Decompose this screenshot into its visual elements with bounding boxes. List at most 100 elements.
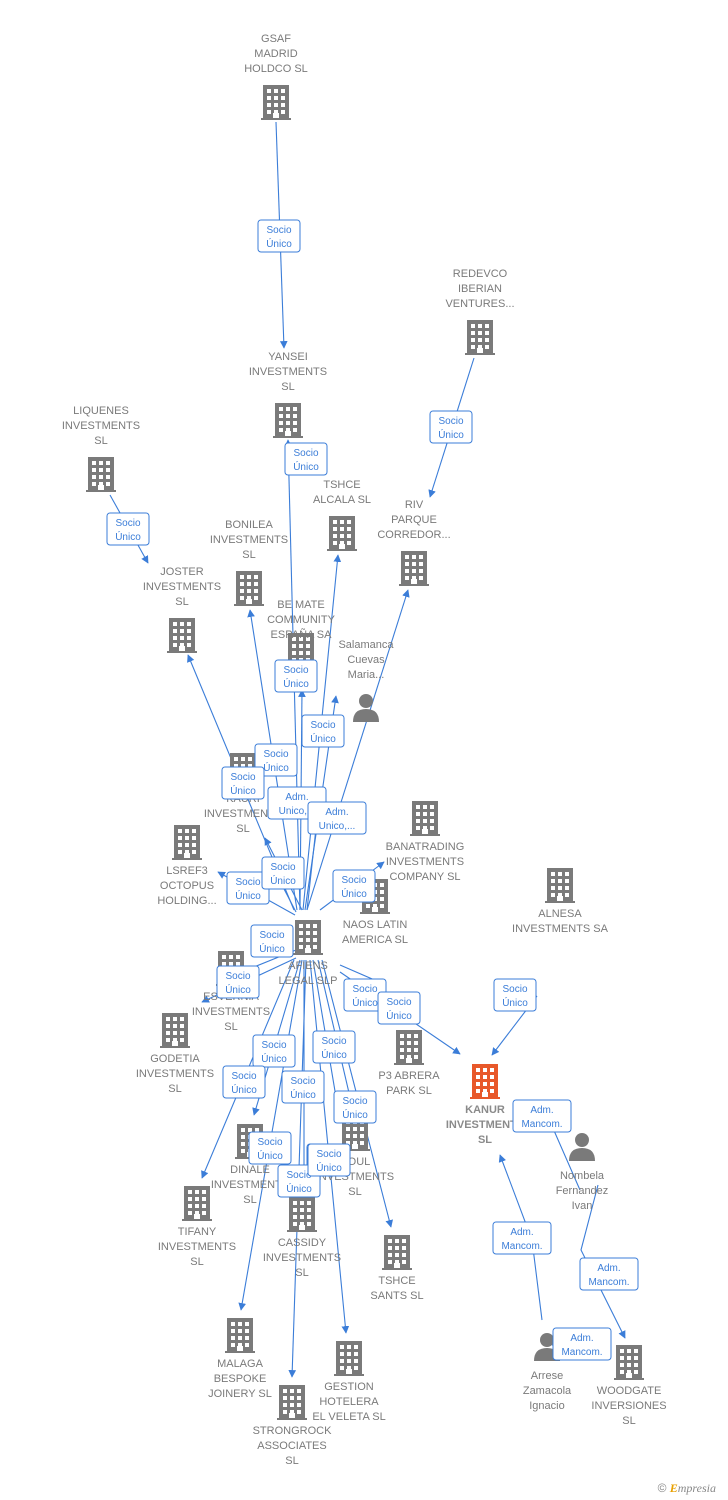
relation-badge-text: Mancom. <box>588 1277 629 1288</box>
building-icon <box>234 571 264 606</box>
relation-badge-text: Único <box>341 887 367 900</box>
relation-badge-text: Socio <box>231 1071 256 1082</box>
node-p3abrera[interactable]: P3 ABRERA PARK SL <box>378 1030 440 1097</box>
node-label: REDEVCO <box>453 268 508 280</box>
building-icon <box>287 1197 317 1232</box>
node-label: TIFANY <box>178 1226 217 1238</box>
building-icon <box>394 1030 424 1065</box>
node-label: AMERICA SL <box>342 934 408 946</box>
relation-badge[interactable]: Adm.Mancom. <box>492 1221 552 1255</box>
edge-afiens-to-riv <box>306 589 410 911</box>
relation-badge-text: Único <box>266 237 292 250</box>
node-salamanca[interactable]: SalamancaCuevasMaria... <box>338 639 394 722</box>
relation-badge[interactable]: Adm.Mancom. <box>552 1327 612 1361</box>
node-label: CORREDOR... <box>377 529 450 541</box>
relation-badge-text: Único <box>316 1161 342 1174</box>
node-label: Fernandez <box>556 1185 609 1197</box>
node-label: Maria... <box>348 669 385 681</box>
node-redevco[interactable]: REDEVCOIBERIANVENTURES... <box>445 268 515 355</box>
node-label: ALCALA SL <box>313 494 371 506</box>
node-label: INVESTMENTS <box>211 1179 289 1191</box>
relation-badge-text: Único <box>115 530 141 543</box>
node-label: NAOS LATIN <box>343 919 408 931</box>
relation-badge-text: Unico,... <box>319 821 356 832</box>
relation-badge[interactable]: Adm. Mancom. <box>579 1257 639 1291</box>
building-icon <box>261 85 291 120</box>
node-label: SL <box>190 1256 203 1268</box>
building-icon <box>334 1341 364 1376</box>
brand-logo[interactable]: Empresia <box>669 1481 716 1495</box>
relation-badge-text: Adm. <box>597 1263 620 1274</box>
relation-badge-text: Socio <box>257 1137 282 1148</box>
relation-badge-text: Socio <box>266 225 291 236</box>
node-label: INVESTMENTS <box>446 1119 524 1131</box>
relation-badge-text: Único <box>342 1108 368 1121</box>
relation-badge[interactable]: Adm. Unico,... <box>307 801 367 835</box>
building-icon <box>614 1345 644 1380</box>
relation-badge-text: Único <box>231 1083 257 1096</box>
relation-badge-text: Socio <box>310 720 335 731</box>
node-label: INVESTMENTS <box>249 366 327 378</box>
node-label: Ivan <box>572 1200 593 1212</box>
relation-badge-text: Adm. <box>325 807 348 818</box>
node-label: P3 ABRERA <box>378 1070 440 1082</box>
node-label: Cuevas <box>347 654 385 666</box>
relation-badge-text: Único <box>270 874 296 887</box>
node-label: ESPAÑA SA <box>271 628 333 641</box>
node-lsref3[interactable]: LSREF3OCTOPUSHOLDING... <box>157 825 217 907</box>
node-label: PARK SL <box>386 1085 432 1097</box>
node-riv[interactable]: RIVPARQUECORREDOR... <box>377 499 451 586</box>
building-icon <box>465 320 495 355</box>
building-icon <box>225 1318 255 1353</box>
building-icon <box>182 1186 212 1221</box>
building-icon <box>273 403 303 438</box>
node-label: LEGAL SLP <box>279 975 338 987</box>
node-label: INVESTMENTS <box>143 581 221 593</box>
relation-badge[interactable]: Adm.Mancom. <box>512 1099 572 1133</box>
relation-badge-text: Único <box>321 1048 347 1061</box>
